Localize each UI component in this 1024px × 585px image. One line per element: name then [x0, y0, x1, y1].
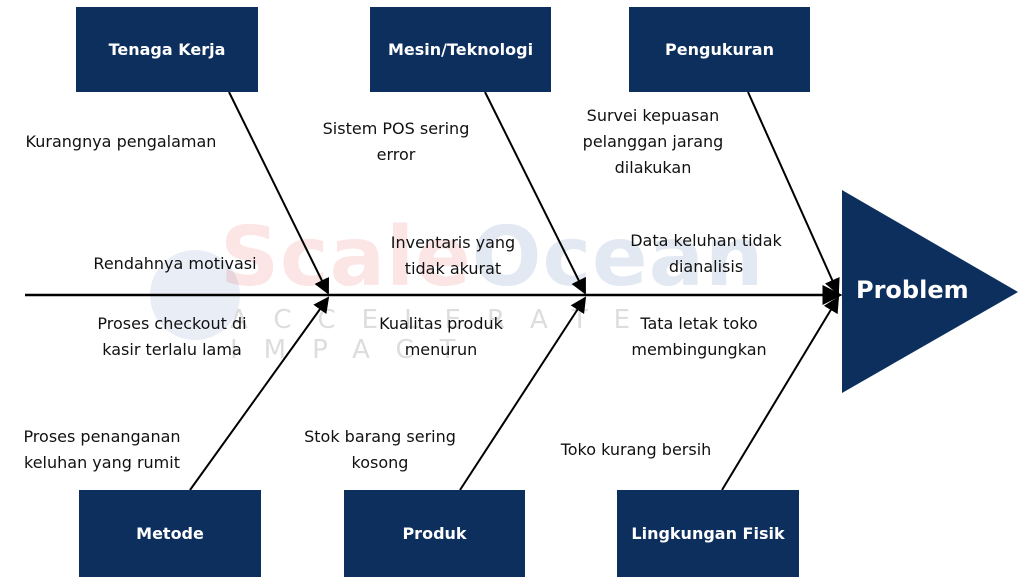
category-lingkungan-fisik: Lingkungan Fisik	[617, 490, 799, 577]
cause-text: Rendahnya motivasi	[93, 254, 257, 273]
bone-pengukuran	[747, 91, 840, 295]
category-pengukuran: Pengukuran	[629, 7, 810, 92]
problem-head	[842, 190, 1018, 393]
bone-tenaga-kerja	[228, 91, 329, 295]
category-metode: Metode	[79, 490, 261, 577]
cause-text: Kurangnya pengalaman	[25, 132, 217, 151]
bone-produk	[459, 296, 587, 491]
bone-lingkungan	[721, 296, 840, 491]
bone-metode	[189, 296, 330, 491]
bone-mesin	[484, 91, 586, 295]
category-produk: Produk	[344, 490, 525, 577]
category-mesin-teknologi: Mesin/Teknologi	[370, 7, 551, 92]
problem-label: Problem	[856, 276, 969, 304]
category-tenaga-kerja: Tenaga Kerja	[76, 7, 258, 92]
cause-text: Toko kurang bersih	[560, 440, 712, 459]
